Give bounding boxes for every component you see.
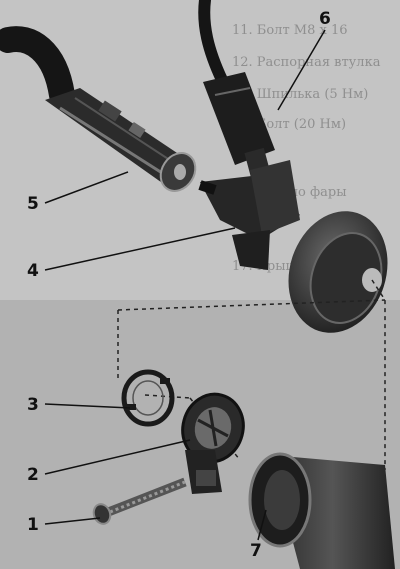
connector-5	[45, 88, 197, 192]
callout-label: 5	[27, 194, 39, 214]
leader-lines	[44, 29, 326, 541]
callout-label: 2	[27, 465, 39, 485]
background-text-line: 11. Болт M8 x 16	[232, 23, 348, 38]
callout-label: 7	[250, 541, 262, 561]
top-cable	[198, 0, 228, 86]
callout-label: 3	[27, 395, 39, 415]
callout-label: 6	[319, 9, 331, 29]
callout-label: 4	[27, 261, 39, 281]
curved-cable	[0, 26, 75, 108]
callout-label: 1	[27, 515, 39, 535]
background-text-line: 13. Шпилька (5 Нм)	[232, 87, 368, 102]
ring-3	[121, 369, 175, 427]
bracket-2	[181, 392, 245, 494]
cap-7	[248, 452, 395, 569]
